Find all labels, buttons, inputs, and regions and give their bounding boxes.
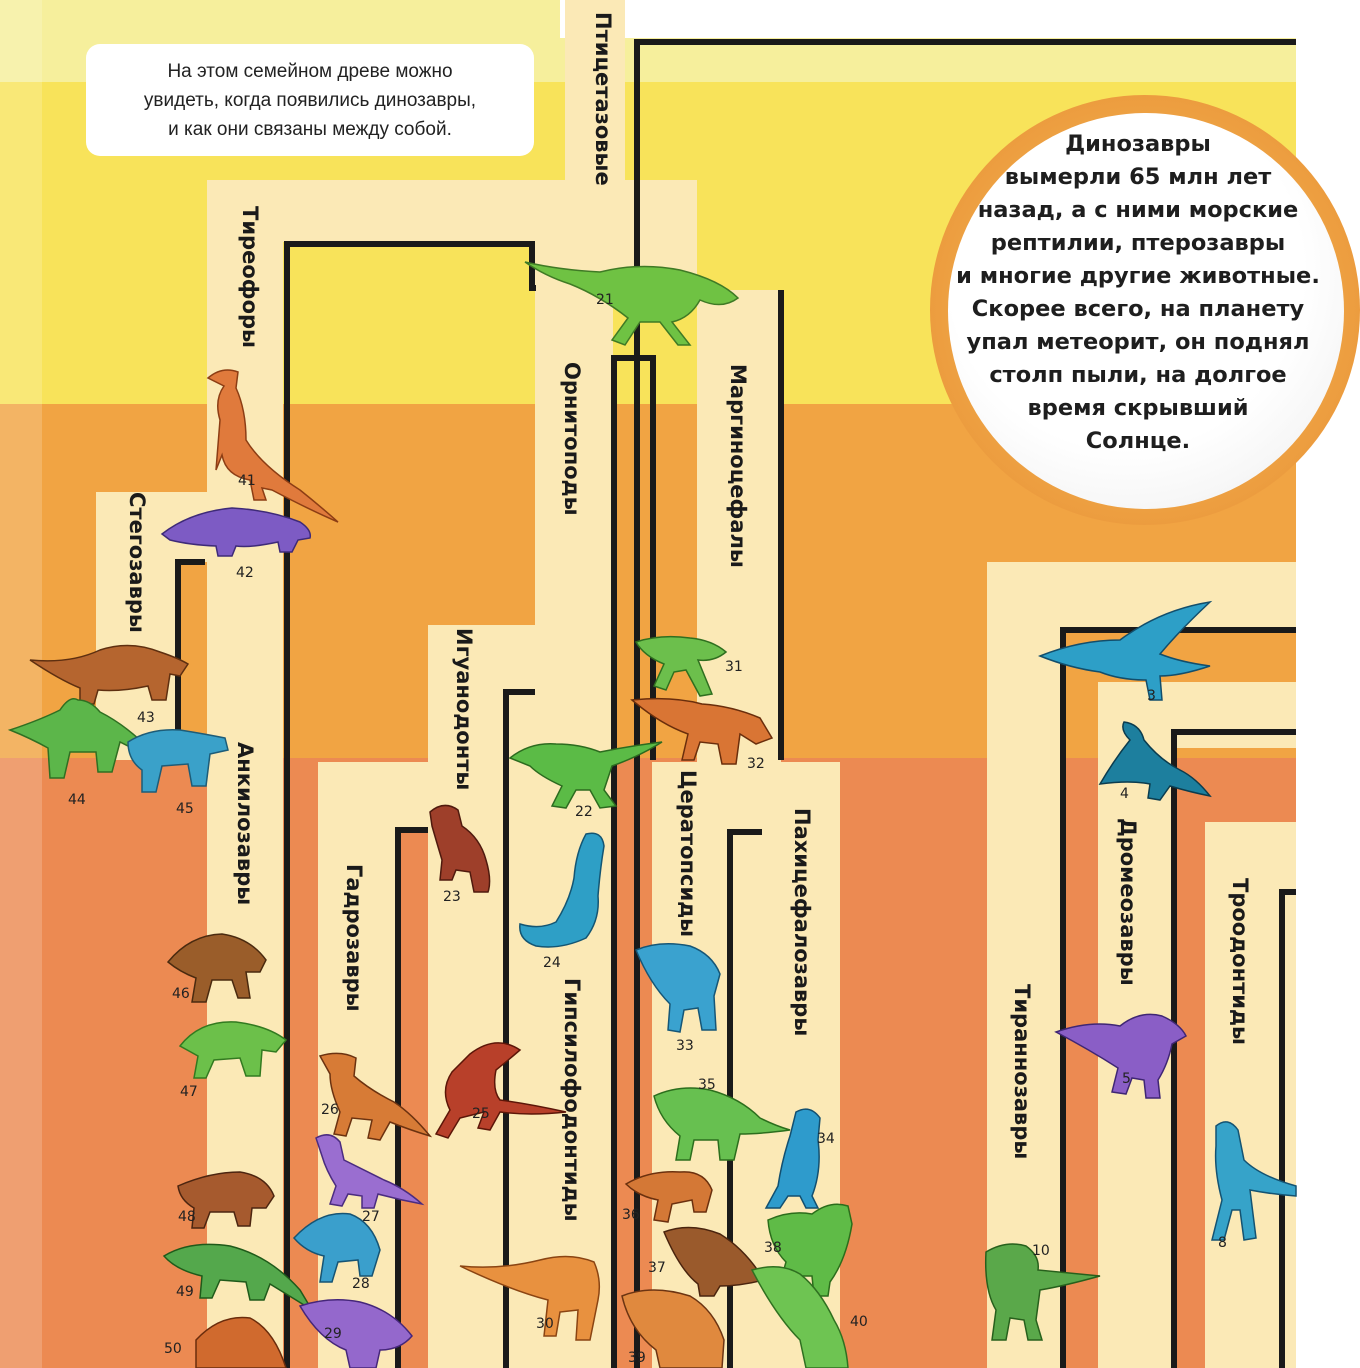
species-number-27: 27 [362,1209,380,1225]
species-number-41: 41 [238,473,256,489]
species-number-4: 4 [1120,786,1129,802]
species-number-8: 8 [1218,1235,1227,1251]
strip-ptitsetazovye [565,0,625,200]
dinosaur-45-figure [127,729,229,793]
species-number-10: 10 [1032,1243,1050,1259]
dinosaur-37-figure [663,1226,766,1297]
dinosaur-35-figure [653,1087,791,1161]
strip-tirannozavry [987,562,1061,1368]
species-number-35: 35 [698,1077,716,1093]
strip-ornitopody [535,290,613,1368]
dinosaur-10-figure [984,1243,1101,1341]
dinosaur-33-figure [635,943,721,1033]
dinosaur-22-figure [508,741,663,809]
species-number-39: 39 [628,1350,646,1366]
label-iguanodonty: Игуанодонты [452,628,476,791]
species-number-29: 29 [324,1326,342,1342]
label-gipsilofodontidy: Гипсилофодонтиды [560,978,584,1222]
label-ankilozavry: Анкилозавры [233,742,257,906]
species-number-21: 21 [596,292,614,308]
dinosaur-8-figure [1211,1121,1297,1241]
dinosaur-31-figure [634,635,728,697]
dinosaur-24-figure [519,832,605,948]
dinosaur-47-figure [178,1021,288,1079]
dinosaur-21-figure [524,261,740,346]
species-number-38: 38 [764,1240,782,1256]
dinosaur-28-figure [292,1212,381,1283]
species-number-32: 32 [747,756,765,772]
white-top-area [560,0,1296,38]
dinosaur-26-figure [318,1052,433,1141]
species-number-25: 25 [472,1106,490,1122]
dinosaur-43-figure [29,644,190,705]
label-ornitopody: Орнитоподы [560,362,584,516]
dinosaur-46-figure [166,933,267,1003]
label-gadrozavry: Гадрозавры [342,864,366,1012]
tree-lines [175,39,1296,1368]
species-number-5: 5 [1122,1071,1131,1087]
dinosaur-30-figure [459,1255,601,1341]
label-marginotsefaly: Маргиноцефалы [726,364,750,568]
species-number-36: 36 [622,1207,640,1223]
species-number-22: 22 [575,804,593,820]
species-number-33: 33 [676,1038,694,1054]
dinosaur-49-figure [162,1243,313,1311]
label-troodontidy: Троодонтиды [1228,878,1252,1045]
dinosaur-3-figure [1037,600,1213,701]
species-number-30: 30 [536,1316,554,1332]
dinosaur-23-figure [429,804,491,893]
dinosaur-5-figure [1054,1013,1187,1099]
dinosaur-4-figure [1098,721,1212,801]
species-number-24: 24 [543,955,561,971]
label-stegozavry: Стегозавры [125,492,149,633]
label-tseratopsidy: Цератопсиды [676,770,700,938]
species-number-45: 45 [176,801,194,817]
extinction-circle [948,113,1344,509]
dinosaur-41-figure [206,369,339,523]
species-number-49: 49 [176,1284,194,1300]
dinosaur-50-figure [195,1316,287,1368]
dinosaur-48-figure [177,1171,275,1229]
species-number-40: 40 [850,1314,868,1330]
species-number-3: 3 [1147,688,1156,704]
dinosaur-25-figure [434,1042,567,1139]
dinosaur-42-figure [160,507,312,557]
extinction-text: Динозавры вымерли 65 млн лет назад, а с … [956,131,1320,454]
left-pale-column [0,0,42,1368]
label-ptitsetazovye: Птицетазовые [591,12,615,186]
species-number-47: 47 [180,1084,198,1100]
dinosaur-36-figure [624,1171,713,1223]
dinosaur-40-figure [750,1266,849,1368]
dinosaur-32-figure [630,697,774,765]
dinosaur-27-figure [315,1134,425,1209]
species-number-44: 44 [68,792,86,808]
label-tireofory: Тиреофоры [238,206,262,349]
dinosaur-34-figure [764,1108,821,1209]
species-number-42: 42 [236,565,254,581]
species-number-46: 46 [172,986,190,1002]
species-number-50: 50 [164,1341,182,1357]
species-number-31: 31 [725,659,743,675]
label-pakhitsefalozavry: Пахицефалозавры [790,808,814,1037]
label-dromeozavry: Дромеозавры [1116,818,1140,986]
species-number-28: 28 [352,1276,370,1292]
dinosaur-figures [7,261,1297,1368]
species-number-43: 43 [137,710,155,726]
species-number-34: 34 [817,1131,835,1147]
intro-text-box: На этом семейном древе можно увидеть, ко… [86,44,534,156]
species-number-48: 48 [178,1209,196,1225]
dinosaur-44-figure [7,698,142,779]
species-number-26: 26 [321,1102,339,1118]
dinosaur-29-figure [298,1299,413,1368]
strip-top-crossbar [207,180,697,242]
species-number-37: 37 [648,1260,666,1276]
dinosaur-39-figure [621,1289,725,1368]
species-number-23: 23 [443,889,461,905]
label-tirannozavry: Тираннозавры [1010,984,1034,1160]
